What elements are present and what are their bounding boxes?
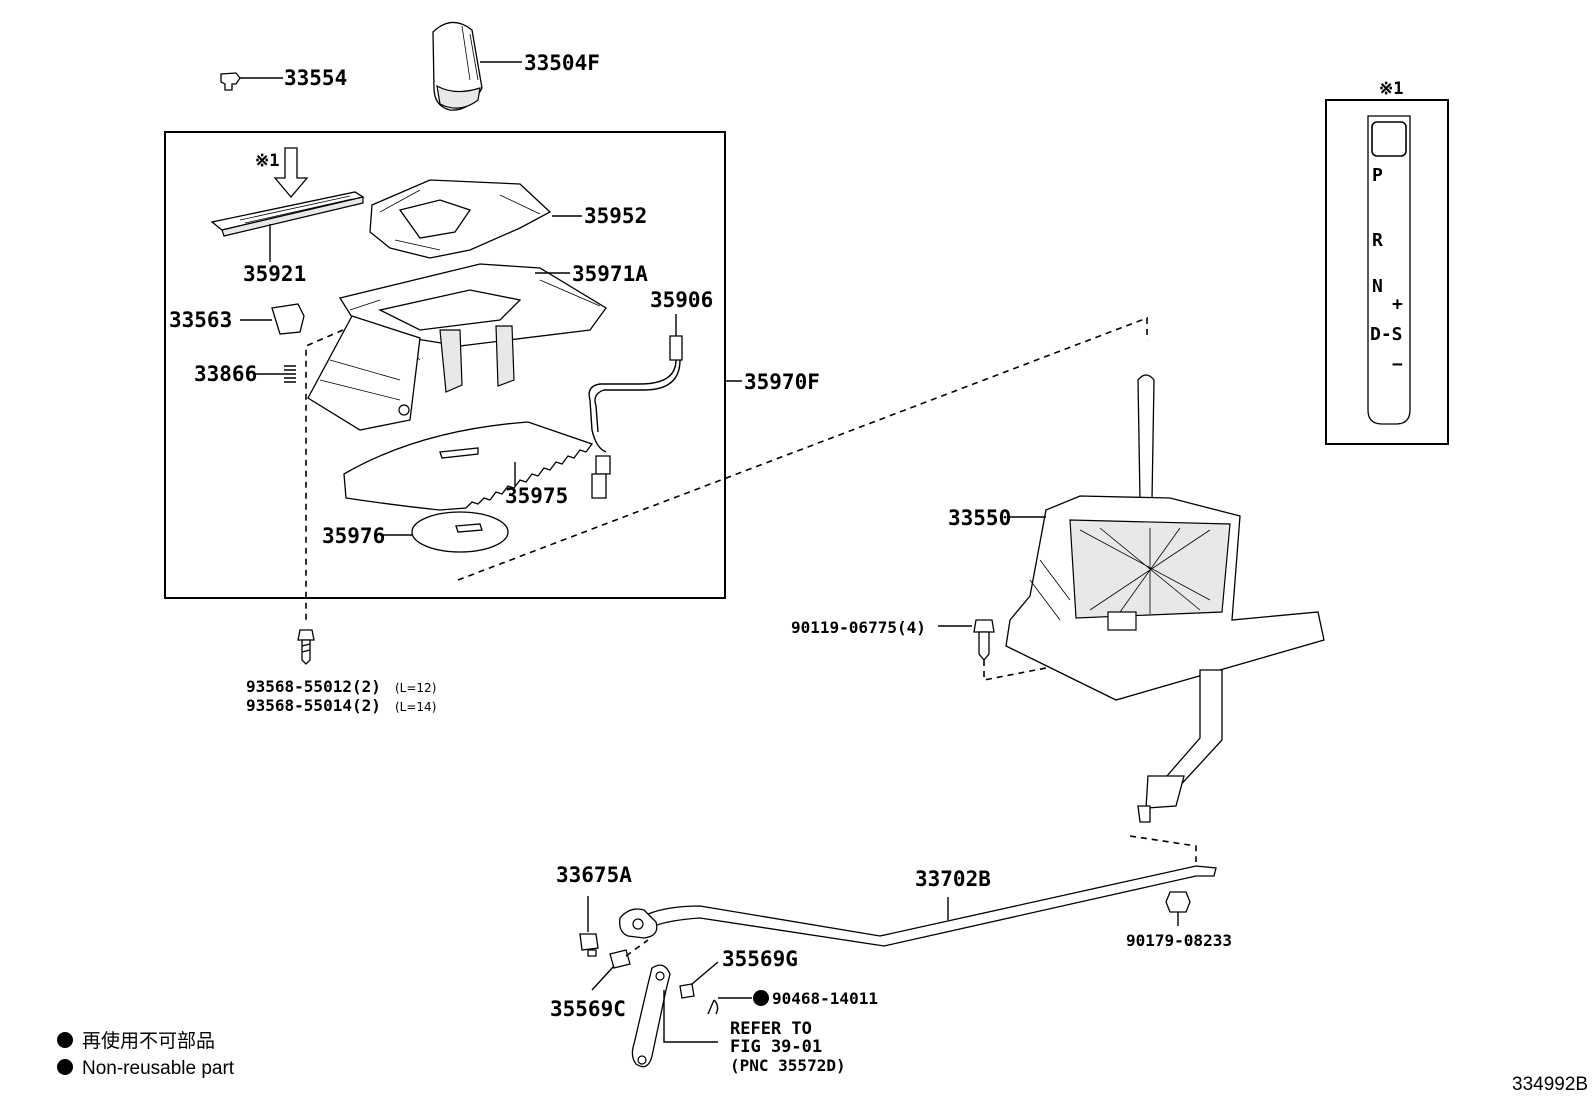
- gate-label-d-s: D-S: [1370, 324, 1403, 345]
- label-35976: 35976: [322, 524, 385, 548]
- label-33563: 33563: [169, 308, 232, 332]
- label-35952: 35952: [584, 204, 647, 228]
- label-35569C: 35569C: [550, 997, 626, 1021]
- part-90468-clip: [707, 990, 769, 1015]
- label-35970F: 35970F: [744, 370, 820, 394]
- gate-label-p: P: [1372, 165, 1383, 186]
- label-35971A: 35971A: [572, 262, 648, 286]
- gate-indicator-box: [1325, 99, 1449, 445]
- gate-label-r: R: [1372, 230, 1383, 251]
- label-33675A: 33675A: [556, 863, 632, 887]
- label-33554: 33554: [284, 66, 347, 90]
- gate-label-n: N: [1372, 276, 1383, 297]
- label-90179-08233: 90179-08233: [1126, 931, 1232, 950]
- label-90468-14011: 90468-14011: [772, 989, 878, 1008]
- label-33866: 33866: [194, 362, 257, 386]
- legend-bullet-icon-jp: [57, 1032, 73, 1048]
- dashed-leader-bolt: [983, 660, 1047, 681]
- part-35569C-bushing: [591, 949, 631, 991]
- legend-text-jp: 再使用不可部品: [82, 1030, 215, 1052]
- gate-label-minus: −: [1392, 354, 1403, 375]
- gate-window: [1371, 121, 1407, 157]
- assembly-frame-35970F: [164, 131, 726, 599]
- label-33504F: 33504F: [524, 51, 600, 75]
- label-93568-55012-length: (L=12): [395, 681, 436, 695]
- refer-note-line3: (PNC 35572D): [730, 1056, 846, 1075]
- label-90119-06775: 90119-06775(4): [791, 618, 926, 637]
- part-93568-screw: [297, 629, 315, 665]
- part-33554-clip: [220, 72, 283, 91]
- down-arrow-icon: [273, 147, 309, 199]
- label-93568-55014: 93568-55014(2): [246, 696, 381, 715]
- part-35971A-housing: [338, 263, 607, 393]
- label-35569G: 35569G: [722, 947, 798, 971]
- refer-note-line2: FIG 39-01: [730, 1037, 822, 1057]
- legend-text-en: Non-reusable part: [82, 1058, 235, 1079]
- label-35921: 35921: [243, 262, 306, 286]
- label-93568-55012: 93568-55012(2): [246, 677, 381, 696]
- part-shift-lever-arm: [631, 964, 718, 1068]
- part-33563: [240, 303, 305, 335]
- note-ref-1: ※1: [255, 151, 279, 171]
- part-35975-slide-plate: [343, 421, 594, 511]
- part-35952-bezel: [369, 179, 582, 259]
- dashed-leader-bushing: [625, 939, 649, 957]
- refer-note-line1: REFER TO: [730, 1019, 812, 1039]
- part-35921-indicator-plate: [210, 191, 365, 262]
- dashed-leader-assembly-to-shifter: [457, 316, 1148, 581]
- figure-id: 334992B: [1512, 1074, 1588, 1095]
- label-35906: 35906: [650, 288, 713, 312]
- note-ref-gate: ※1: [1379, 79, 1403, 99]
- part-33504F-shift-knob: [432, 21, 522, 111]
- part-33675A: [579, 896, 599, 957]
- part-35906-wire-harness: [588, 314, 683, 499]
- gate-label-plus: +: [1392, 294, 1403, 315]
- label-33702B: 33702B: [915, 867, 991, 891]
- part-lower-shroud: [307, 315, 421, 431]
- non-reusable-marker-icon: [753, 990, 769, 1006]
- label-93568-55014-length: (L=14): [395, 700, 436, 714]
- part-33550-shifter-assembly: [1005, 374, 1325, 823]
- gate-slot: [1367, 115, 1411, 425]
- label-33550: 33550: [948, 506, 1011, 530]
- part-33866-spring: [254, 365, 296, 383]
- legend-bullet-icon-en: [57, 1059, 73, 1075]
- label-35975: 35975: [505, 484, 568, 508]
- dashed-leader-screw: [305, 329, 344, 622]
- part-33702B-control-rod: [619, 865, 1217, 947]
- part-90119-bolt: [938, 619, 995, 662]
- part-35569G: [679, 961, 719, 999]
- part-35976-disc: [380, 511, 509, 553]
- dashed-leader-rod: [1129, 835, 1197, 862]
- part-90179-nut: [1165, 891, 1191, 926]
